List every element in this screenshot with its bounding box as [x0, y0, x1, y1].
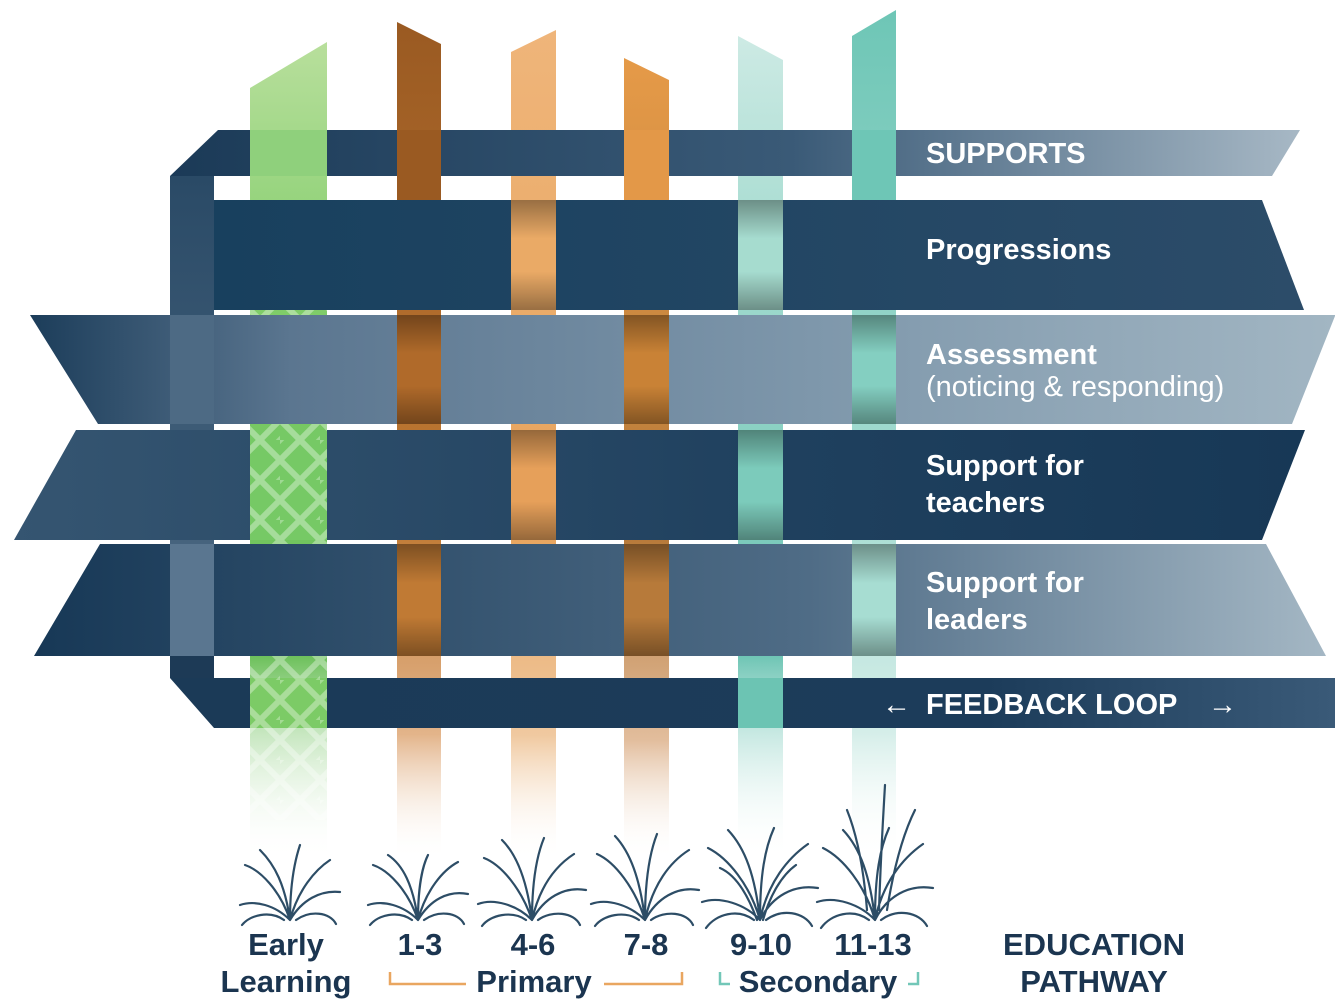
year-7-8-label: 7-8	[624, 927, 669, 962]
year-1-3-label: 1-3	[398, 927, 443, 962]
flax-plant-icon	[476, 836, 588, 928]
leaders-band	[34, 544, 1326, 656]
weave-overlaps	[170, 130, 896, 728]
progressions-label: Progressions	[926, 234, 1111, 266]
band-labels: SUPPORTS Progressions Assessment (notici…	[882, 138, 1237, 721]
flax-plant-icon	[238, 843, 342, 927]
assessment-band	[30, 315, 1335, 424]
flax-plant-icon	[700, 826, 820, 930]
leaders-label-line1: Support for	[926, 567, 1084, 599]
teachers-band	[14, 430, 1305, 540]
early-learning-label-line2: Learning	[221, 964, 352, 999]
secondary-label: Secondary	[739, 964, 898, 999]
assessment-sublabel: (noticing & responding)	[926, 371, 1224, 403]
flax-plants	[238, 783, 935, 930]
feedback-left-arrow-icon: ←	[882, 689, 911, 721]
teachers-label-line2: teachers	[926, 487, 1045, 519]
supports-band	[170, 130, 1300, 176]
assessment-label: Assessment	[926, 339, 1097, 371]
flax-plant-icon	[366, 853, 470, 927]
teachers-label-line1: Support for	[926, 450, 1084, 482]
leaders-label-line2: leaders	[926, 604, 1028, 636]
primary-bracket	[388, 972, 684, 986]
stage-labels: Early Learning 1-3 4-6 7-8 9-10 11-13 Pr…	[221, 927, 1185, 999]
education-pathway-label-line1: EDUCATION	[1003, 927, 1185, 962]
secondary-bracket	[718, 972, 920, 986]
flax-plant-icon	[589, 832, 701, 928]
education-pathway-label-line2: PATHWAY	[1020, 964, 1168, 999]
year-11-13-label: 11-13	[834, 927, 912, 962]
early-learning-label-line1: Early	[248, 927, 325, 962]
primary-label: Primary	[476, 964, 592, 999]
supports-label: SUPPORTS	[926, 138, 1086, 170]
feedback-right-arrow-icon: →	[1208, 689, 1237, 721]
year-4-6-label: 4-6	[511, 927, 556, 962]
feedback-label: FEEDBACK LOOP	[926, 689, 1177, 721]
year-9-10-label: 9-10	[730, 927, 792, 962]
flax-plant-icon	[815, 783, 935, 930]
